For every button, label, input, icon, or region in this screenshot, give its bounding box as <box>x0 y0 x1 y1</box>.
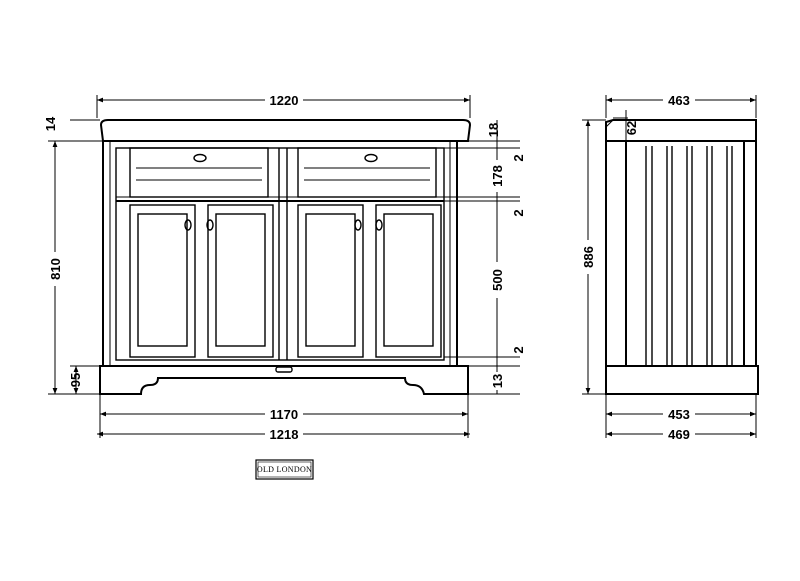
dim-side-overall-depth: 469 <box>668 427 690 442</box>
dim-side-base-depth: 453 <box>668 407 690 422</box>
dim-side-depth-top: 463 <box>668 93 690 108</box>
cabinet-body <box>102 140 458 367</box>
dim-body-width: 1218 <box>270 427 299 442</box>
dim-side-top-offset: 62 <box>624 121 639 135</box>
doors <box>129 204 442 358</box>
side-panels <box>625 141 745 366</box>
dim-gap-2: 2 <box>511 209 526 216</box>
door-knob-icon <box>375 219 383 231</box>
plinth <box>99 365 469 395</box>
door-knob-icon <box>184 219 192 231</box>
dim-overall-width: 1220 <box>270 93 299 108</box>
side-body <box>605 140 757 367</box>
dim-right-bottom: 13 <box>490 374 505 388</box>
drawer-handle-left-icon <box>193 153 207 163</box>
dim-gap-3: 2 <box>511 346 526 353</box>
door-knob-icon <box>206 219 214 231</box>
countertop <box>99 119 472 142</box>
dim-gap-1: 2 <box>511 154 526 161</box>
door-knob-icon <box>354 219 362 231</box>
dim-right-top: 18 <box>486 123 501 137</box>
drawer-right <box>297 147 437 198</box>
dim-door-height: 500 <box>490 269 505 291</box>
dim-side-total-height: 886 <box>581 246 596 268</box>
dim-plinth-height: 95 <box>68 373 83 387</box>
side-view: 463 62 886 453 469 <box>579 93 759 442</box>
face-frame <box>115 147 445 361</box>
drawer-handle-right-icon <box>364 153 378 163</box>
plinth-badge <box>275 366 293 373</box>
side-plinth <box>605 365 759 395</box>
logo-text: OLD LONDON <box>257 465 312 474</box>
dim-drawer-height: 178 <box>490 165 505 187</box>
front-view: 1220 810 14 95 18 2 178 2 500 2 13 <box>43 93 526 442</box>
dim-base-width: 1170 <box>270 407 298 422</box>
brand-logo: OLD LONDON <box>255 459 314 480</box>
dim-top-thickness: 14 <box>43 116 58 131</box>
dim-total-height: 810 <box>48 258 63 280</box>
drawer-left <box>129 147 269 198</box>
